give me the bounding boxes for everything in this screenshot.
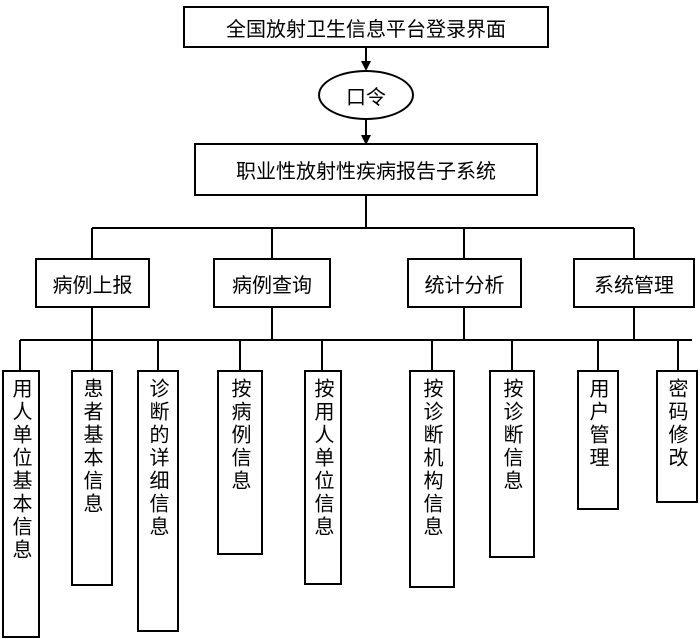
leaf-by-institution-info: 按诊断机构信息 <box>409 370 455 588</box>
system-box: 职业性放射性疾病报告子系统 <box>194 143 538 196</box>
title-box: 全国放射卫生信息平台登录界面 <box>183 6 549 48</box>
module-case-query: 病例查询 <box>213 258 331 308</box>
leaf-diagnosis-detail: 诊断的详细信息 <box>137 370 179 632</box>
leaf-by-diagnosis-info: 按诊断信息 <box>489 370 535 558</box>
leaf-by-case-info: 按病例信息 <box>217 370 263 555</box>
module-case-report: 病例上报 <box>35 258 150 308</box>
leaf-employer-info: 用人单位基本信息 <box>2 370 40 638</box>
leaf-password-change: 密码修改 <box>656 370 698 503</box>
module-statistics: 统计分析 <box>407 258 522 308</box>
leaf-user-management: 用户管理 <box>577 370 619 510</box>
leaf-by-employer-info: 按用人单位信息 <box>304 370 342 585</box>
leaf-patient-info: 患者基本信息 <box>71 370 113 586</box>
module-system-admin: 系统管理 <box>573 258 695 308</box>
gateway-ellipse: 口令 <box>318 70 414 120</box>
